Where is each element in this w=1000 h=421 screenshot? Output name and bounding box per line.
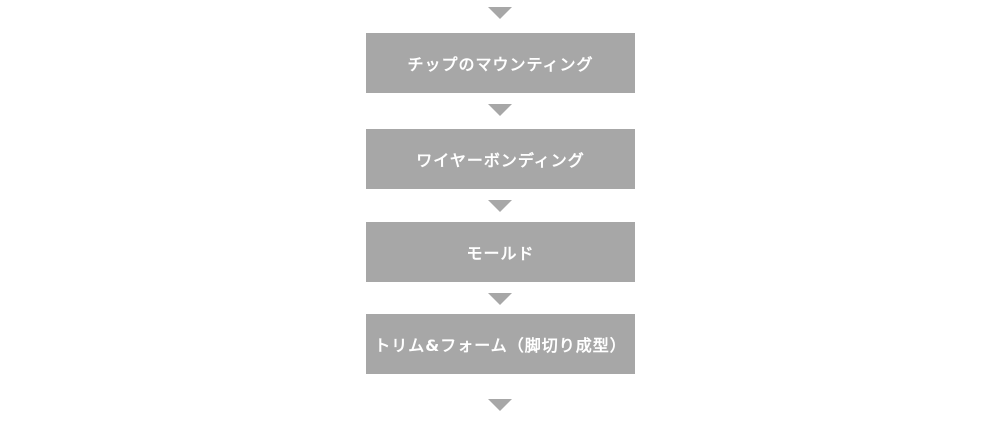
step-mold: モールド bbox=[366, 222, 635, 282]
step-label: ワイヤーボンディング bbox=[416, 151, 585, 170]
step-label: モールド bbox=[466, 244, 535, 263]
down-arrow-icon bbox=[488, 104, 512, 116]
down-arrow-icon bbox=[488, 399, 512, 411]
step-trim-and-form: トリム&フォーム（脚切り成型） bbox=[366, 314, 635, 374]
step-label: チップのマウンティング bbox=[407, 55, 594, 74]
step-label: トリム&フォーム（脚切り成型） bbox=[374, 336, 627, 355]
step-chip-mounting: チップのマウンティング bbox=[366, 33, 635, 93]
down-arrow-icon bbox=[488, 7, 512, 19]
down-arrow-icon bbox=[488, 200, 512, 212]
down-arrow-icon bbox=[488, 293, 512, 305]
step-wire-bonding: ワイヤーボンディング bbox=[366, 129, 635, 189]
